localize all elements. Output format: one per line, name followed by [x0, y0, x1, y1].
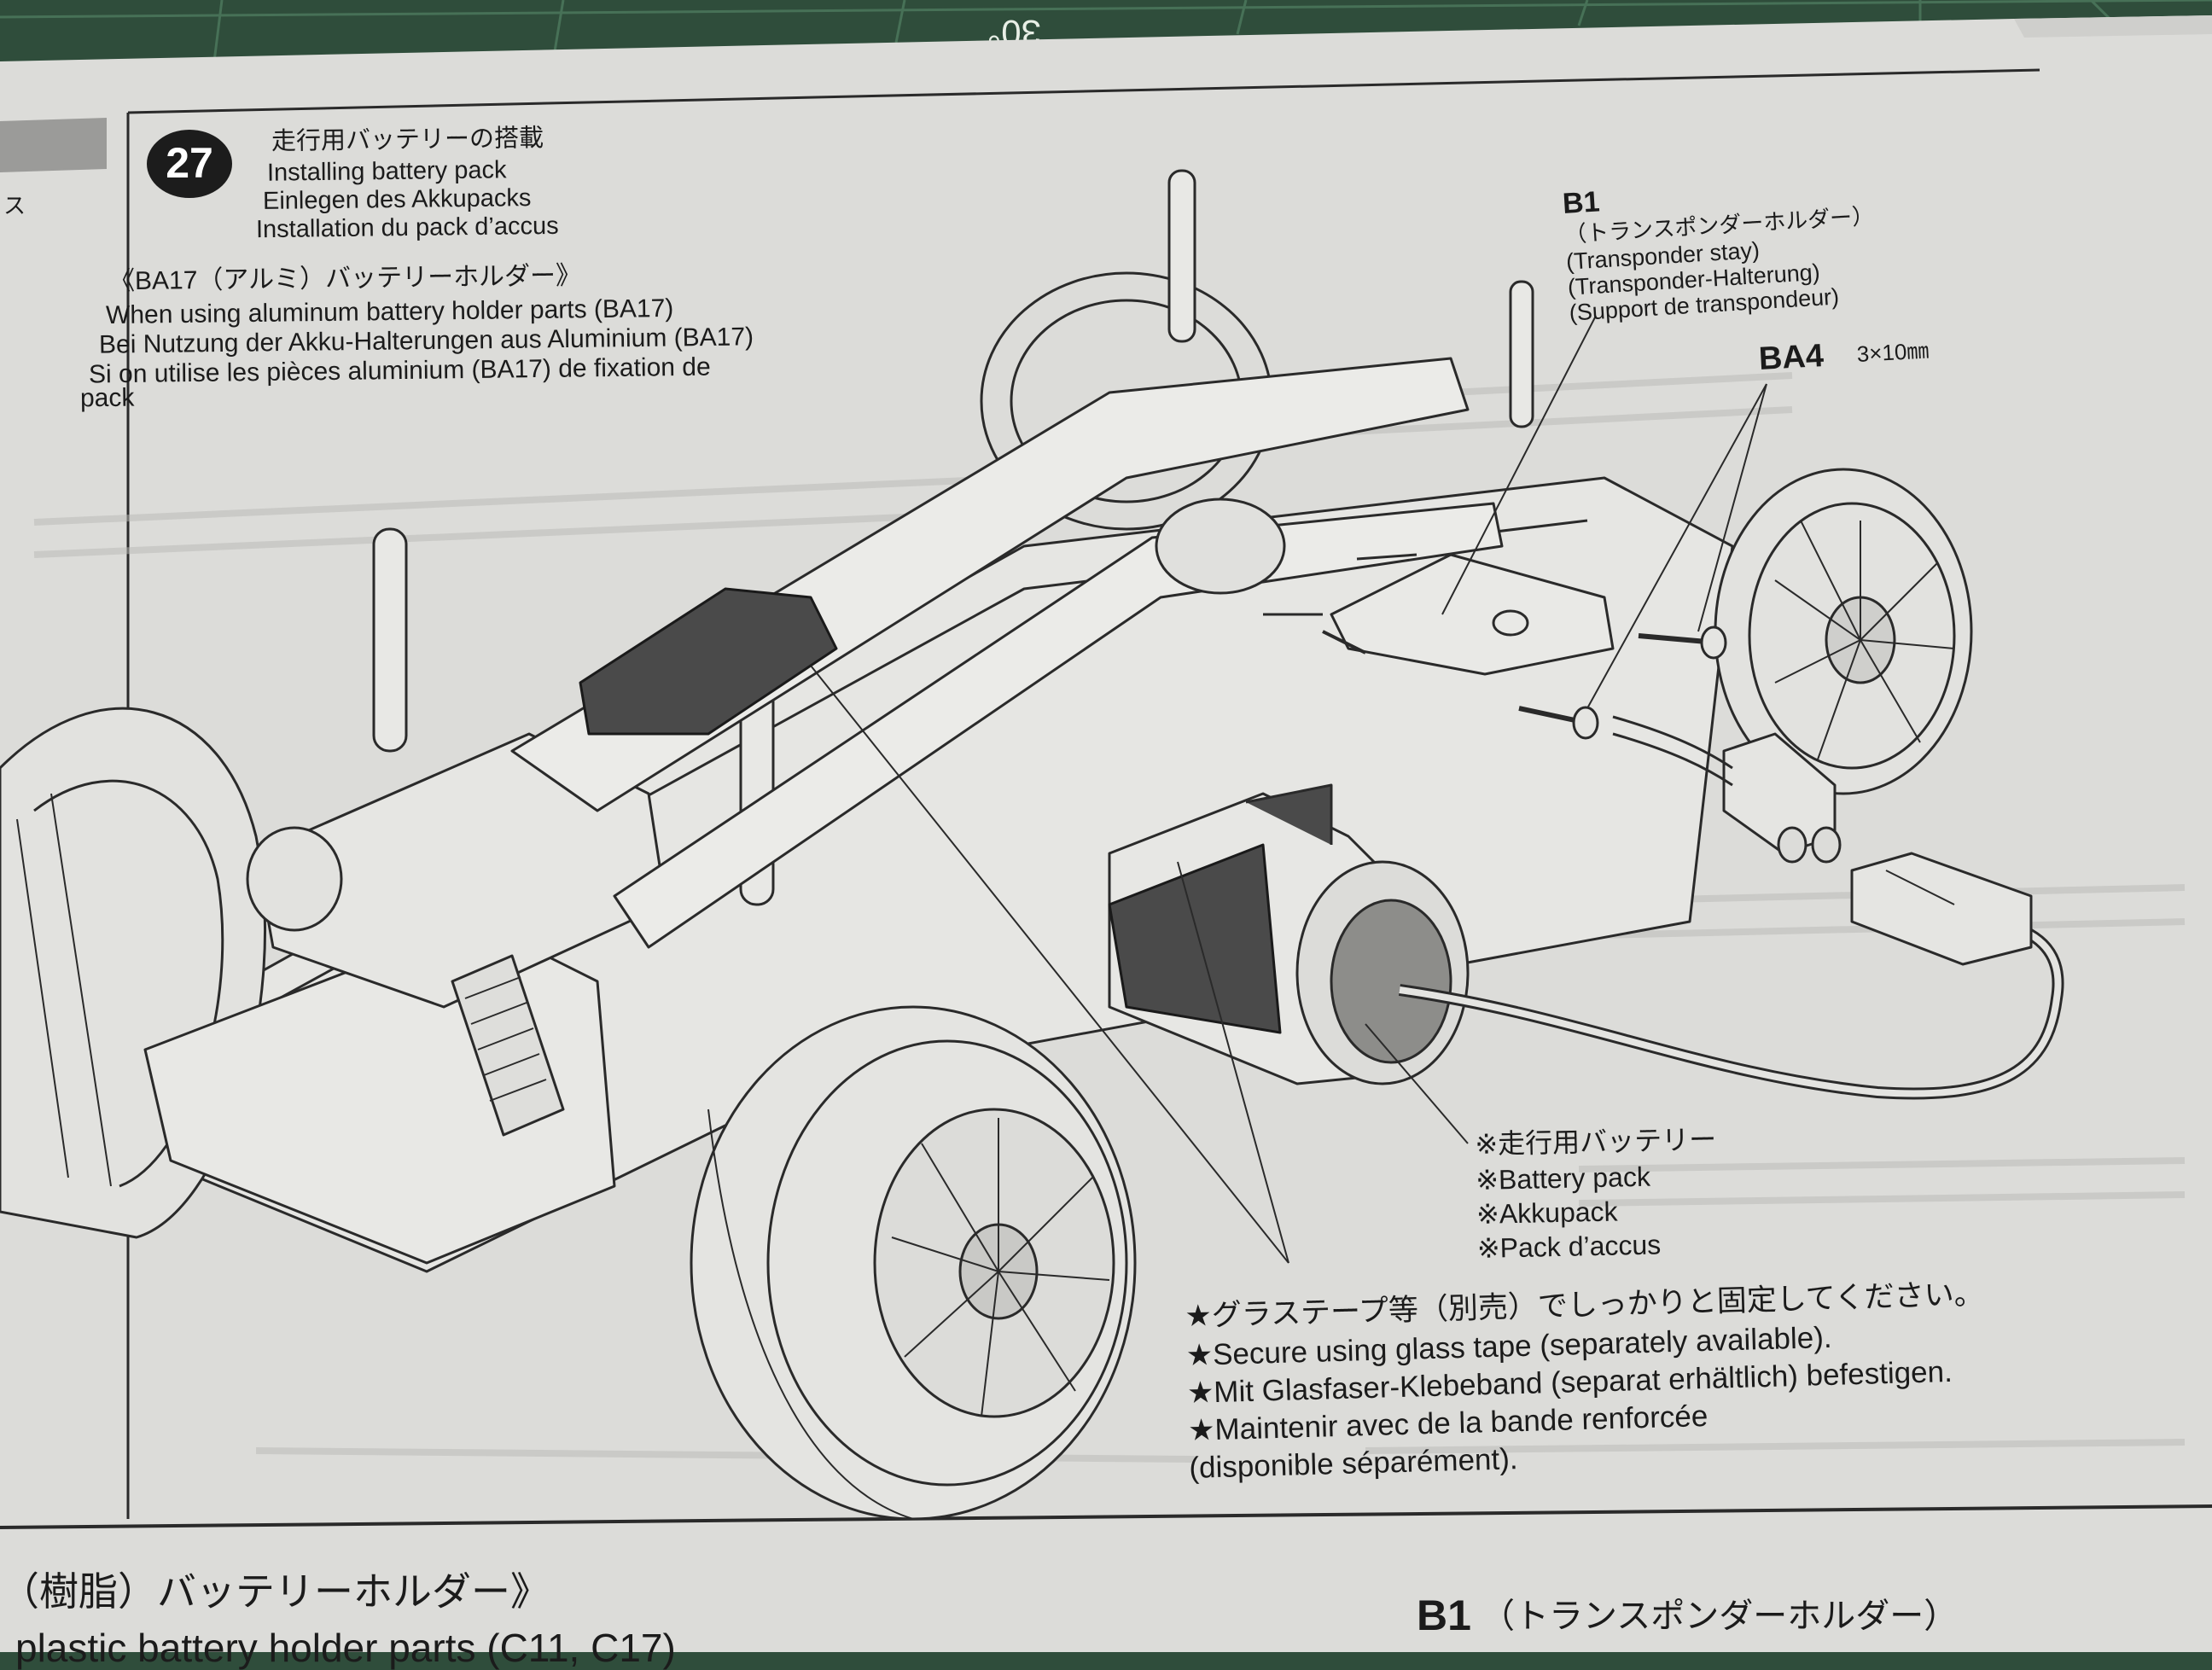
- step-title-de: Einlegen des Akkupacks: [262, 184, 532, 215]
- section-tab: [0, 118, 107, 172]
- screw-ba4-upper: [1638, 626, 1727, 660]
- b1-code: B1: [1561, 185, 1601, 220]
- battery-note-ja: ※走行用バッテリー: [1474, 1124, 1717, 1160]
- step-title-ja: 走行用バッテリーの搭載: [271, 125, 544, 155]
- esc-connector: [1612, 715, 1842, 864]
- condition-fr-cont: pack: [79, 383, 135, 413]
- ba4-size: 3×10㎜: [1856, 337, 1930, 367]
- battery-note-de: ※Akkupack: [1476, 1196, 1618, 1230]
- battery-holder-rear: [579, 587, 838, 736]
- step-title-en: Installing battery pack: [266, 156, 507, 187]
- transponder-stay: [1330, 553, 1615, 676]
- footer-right-ja: （トランスポンダーホルダー）: [1481, 1597, 1959, 1635]
- footer-right-code: B1: [1417, 1591, 1471, 1639]
- shock-absorber: [246, 826, 565, 1137]
- step-badge: 27: [147, 130, 232, 198]
- chassis-illustration: [0, 169, 2064, 1521]
- ba4-code: BA4: [1757, 338, 1825, 377]
- battery-note-fr: ※Pack d’accus: [1476, 1229, 1662, 1264]
- screw-ba4-lower: [1518, 706, 1599, 740]
- battery-connector: [1850, 852, 2033, 966]
- svg-text:27: 27: [166, 139, 213, 187]
- battery-pack: [1108, 783, 1470, 1085]
- footer-left-ja: （樹脂）バッテリーホルダー》: [0, 1569, 550, 1614]
- callout-leaders: [810, 315, 1767, 1264]
- battery-note-en: ※Battery pack: [1475, 1161, 1651, 1196]
- body-post-left: [372, 169, 1534, 906]
- left-edge-glyph: ス: [3, 193, 26, 218]
- footer-left-next: plastic battery holder parts (C11, C17): [15, 1626, 676, 1670]
- step-title-fr: Installation du pack d’accus: [255, 212, 559, 244]
- wheel-front-left: [690, 1005, 1137, 1521]
- condition-ja: 《BA17（アルミ）バッテリーホルダー》: [108, 261, 582, 296]
